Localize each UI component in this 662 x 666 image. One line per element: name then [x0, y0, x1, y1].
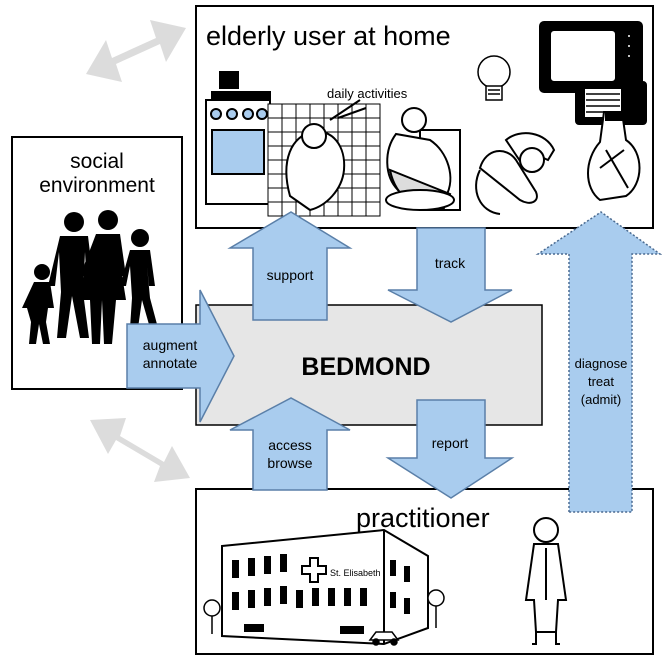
- social-environment-box: social environment: [11, 136, 183, 390]
- telephone-icon: [475, 132, 556, 215]
- track-arrow: track: [387, 227, 513, 323]
- stove-icon: [205, 71, 271, 205]
- connector-social-home: [86, 20, 186, 82]
- diagnose-label-line1: diagnose: [575, 356, 628, 371]
- shower-person-icon: [267, 99, 381, 217]
- diagnose-label-line3: (admit): [581, 392, 621, 407]
- access-label-line2: browse: [267, 455, 312, 471]
- social-title-line1: social: [70, 150, 124, 173]
- washing-person-icon: [385, 107, 461, 211]
- light-bulb-icon: [477, 55, 511, 101]
- connector-social-practitioner: [90, 418, 190, 482]
- social-title-line2: environment: [39, 174, 155, 197]
- trees-icon: [203, 589, 445, 634]
- practitioner-title: practitioner: [356, 503, 490, 533]
- home-box: elderly user at home daily activities: [195, 5, 654, 229]
- family-silhouette-icon: [22, 210, 158, 344]
- bedmond-box: BEDMOND: [195, 304, 543, 426]
- track-label: track: [435, 255, 466, 271]
- augment-arrow: augment annotate: [126, 289, 235, 423]
- report-arrow: report: [385, 399, 515, 499]
- television-icon: [539, 21, 643, 93]
- augment-label-line2: annotate: [143, 355, 198, 371]
- diagnose-label-line2: treat: [588, 374, 614, 389]
- practitioner-box: practitioner St. Elisabeth: [195, 488, 654, 655]
- augment-label-line1: augment: [143, 337, 198, 353]
- support-label: support: [267, 267, 314, 283]
- access-arrow: access browse: [229, 397, 351, 491]
- report-label: report: [432, 435, 469, 451]
- doctor-icon: [524, 517, 568, 645]
- daily-activities-label: daily activities: [327, 86, 408, 101]
- car-icon: [368, 631, 400, 646]
- diagnose-arrow: diagnose treat (admit): [535, 211, 662, 513]
- bedmond-label: BEDMOND: [301, 353, 430, 381]
- hospital-building-icon: St. Elisabeth: [221, 528, 429, 646]
- support-arrow: support: [227, 211, 353, 321]
- access-label-line1: access: [268, 437, 312, 453]
- hospital-sign-text: St. Elisabeth: [330, 568, 381, 578]
- home-title: elderly user at home: [206, 21, 451, 51]
- medication-hand-icon: [587, 111, 641, 202]
